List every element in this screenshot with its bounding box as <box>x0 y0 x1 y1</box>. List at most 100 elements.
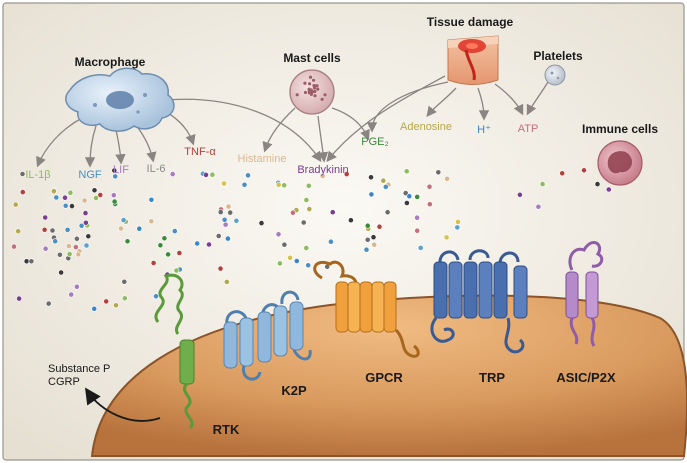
mediator-particle <box>124 238 131 245</box>
platelet-cell <box>544 64 566 86</box>
mediator-particle <box>16 295 22 302</box>
mediator-particle <box>157 242 164 249</box>
mediator-particle <box>303 245 310 251</box>
mediator-particle <box>91 305 98 312</box>
macrophage-label: Macrophage <box>75 55 146 69</box>
mediator-particle <box>363 246 370 253</box>
mediator-particle <box>376 223 383 230</box>
mediator-particle <box>42 245 49 252</box>
mast-cell-granule <box>323 93 327 97</box>
mediator-particle <box>454 224 461 231</box>
mediator-particle <box>206 241 212 248</box>
mast-cell-granule <box>303 81 307 85</box>
mediator-particle <box>121 278 128 285</box>
tissue-damage-label: Tissue damage <box>427 15 514 29</box>
mediator-particle <box>535 203 542 210</box>
mediator-particle <box>224 235 231 242</box>
mediator-particle <box>594 181 601 187</box>
mediator-particle <box>112 173 119 180</box>
mediator-particle <box>97 192 104 198</box>
mediator-particle <box>74 235 80 242</box>
mediator-particle <box>169 171 176 177</box>
mediator-particle <box>225 203 232 210</box>
mediator-particle <box>74 283 80 290</box>
mediator-particle <box>67 189 74 196</box>
mediator-particle <box>245 172 251 179</box>
platelet-arrow <box>526 81 549 116</box>
mediator-particle <box>136 225 143 232</box>
mediator-particle <box>11 243 17 250</box>
mediator-particle <box>426 201 433 208</box>
mast-cells-label: Mast cells <box>283 51 341 65</box>
mediator-particle <box>83 242 90 249</box>
mediator-particle <box>15 228 22 235</box>
mediator-particle <box>66 243 72 249</box>
mediator-particle <box>364 236 371 243</box>
mast-cell-arrows <box>262 107 370 163</box>
mediator-particle <box>293 258 300 264</box>
mediator-particle <box>287 254 293 261</box>
neuropeptide-cgrp: CGRP <box>48 376 80 388</box>
mediator-particle <box>581 167 587 174</box>
mediator-particle <box>319 173 326 179</box>
mediator-particle <box>327 238 334 245</box>
mediator-particle <box>121 295 128 302</box>
mediator-particle <box>215 233 222 239</box>
mediator-particle <box>343 171 350 177</box>
mediator-particle <box>364 222 371 229</box>
mediator-particle <box>417 244 424 251</box>
mediator-particle <box>161 235 168 242</box>
mediator-particle <box>233 217 240 224</box>
mediator-particle <box>66 251 73 257</box>
mediator-particle <box>85 233 92 240</box>
mediator-particle <box>165 251 171 258</box>
mediator-particle <box>222 221 229 228</box>
mediator-particle <box>75 251 82 258</box>
mediator-particle <box>368 174 374 181</box>
mediator-particle <box>403 200 410 206</box>
mediator-particle <box>111 198 118 205</box>
mast-cell-granule <box>316 87 320 91</box>
mediator-label-pge2: PGE₂ <box>361 136 389 148</box>
neuropeptide-substance-p: Substance P <box>48 363 110 375</box>
mediator-particle <box>83 219 89 226</box>
mediator-particle <box>414 227 421 234</box>
mediator-particle <box>303 197 310 203</box>
rtk-receptor <box>154 273 195 430</box>
mediator-particle <box>113 302 119 309</box>
mast-cell-granule <box>310 90 314 94</box>
mediator-particle <box>258 220 265 226</box>
mediator-particle <box>275 181 282 188</box>
mediator-particle <box>402 190 409 196</box>
mediator-label-atp: ATP <box>518 123 539 135</box>
platelets-label: Platelets <box>533 49 583 63</box>
mediator-particle <box>118 225 124 232</box>
mediator-particle <box>148 196 155 203</box>
mast-cell-granule <box>307 91 311 95</box>
mast-cell-granule <box>320 97 324 101</box>
mediator-label-histamine: Histamine <box>238 153 287 165</box>
mediator-particle <box>368 191 375 198</box>
tissue-damage-illustration <box>447 35 499 85</box>
mediator-particle <box>49 227 56 234</box>
mediator-particle <box>382 183 389 190</box>
mediator-particle <box>91 187 98 194</box>
mediator-particle <box>62 194 68 201</box>
mediator-label-adenosine: Adenosine <box>400 121 452 133</box>
k2p-channel <box>223 290 312 381</box>
mediator-particle <box>223 278 230 285</box>
mediator-particle <box>384 209 391 216</box>
mediator-particle <box>194 240 201 247</box>
mediator-particle <box>57 251 63 258</box>
immune-cell <box>597 140 643 186</box>
mediator-particle <box>171 228 178 234</box>
mediator-particle <box>435 169 442 176</box>
mediator-particle <box>12 201 19 208</box>
mediator-particle <box>559 170 566 177</box>
mediator-label-il1b: IL-1β <box>25 169 50 181</box>
mediator-particle <box>153 293 159 300</box>
mediator-particle <box>19 189 26 195</box>
mediator-particle <box>371 241 378 248</box>
